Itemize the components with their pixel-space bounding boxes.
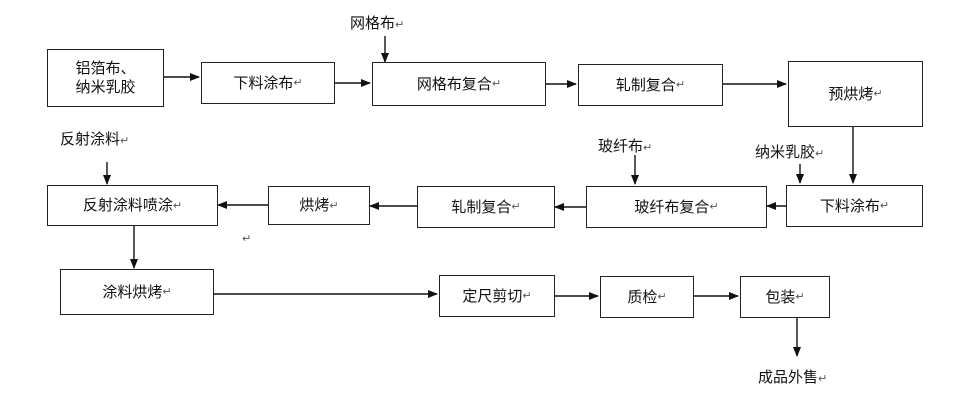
node-cut-to-size: 定尺剪切↵: [439, 275, 555, 317]
node-roll-compound-1-label: 轧制复合: [615, 75, 676, 94]
node-reflect-spray: 反射涂料喷涂↵: [47, 185, 218, 226]
node-quality-check: 质检↵: [600, 276, 694, 318]
node-bake: 烘烤↵: [268, 186, 370, 225]
node-packaging-label: 包装: [765, 287, 796, 306]
input-reflect-paint-label: 反射涂料: [60, 130, 121, 148]
return-mark: ↵: [657, 290, 667, 304]
input-reflect-paint: 反射涂料↵: [60, 128, 129, 149]
output-finished-product-label: 成品外售: [758, 368, 819, 386]
node-feed-coat-2: 下料涂布↵: [786, 185, 923, 227]
node-roll-compound-2-label: 轧制复合: [451, 197, 512, 216]
input-nano-latex-label: 纳米乳胶: [755, 143, 816, 161]
node-pre-bake: 预烘烤↵: [788, 61, 923, 127]
return-mark: ↵: [293, 76, 303, 90]
node-mesh-compound: 网格布复合↵: [372, 62, 546, 106]
return-mark: ↵: [120, 134, 130, 147]
return-mark: ↵: [873, 87, 883, 101]
return-mark: ↵: [329, 198, 339, 212]
input-mesh-cloth-label: 网格布: [350, 14, 396, 32]
input-glass-fiber-label: 玻纤布: [598, 137, 644, 155]
node-cut-to-size-label: 定尺剪切: [462, 286, 523, 305]
node-mesh-compound-label: 网格布复合: [416, 74, 492, 93]
return-mark: ↵: [818, 372, 828, 385]
output-finished-product: 成品外售↵: [758, 366, 827, 387]
return-mark: ↵: [511, 200, 521, 214]
return-mark: ↵: [395, 18, 405, 31]
stray-return-mark: ↵: [242, 232, 252, 245]
return-mark: ↵: [491, 77, 502, 91]
return-mark: ↵: [815, 147, 825, 160]
node-coating-bake: 涂料烘烤↵: [60, 269, 214, 315]
return-mark: ↵: [172, 198, 183, 212]
node-glassfiber-compound: 玻纤布复合↵: [586, 186, 767, 228]
input-glass-fiber: 玻纤布↵: [598, 135, 652, 156]
node-bake-label: 烘烤: [299, 196, 330, 215]
return-mark: ↵: [709, 200, 719, 214]
return-mark: ↵: [162, 285, 172, 299]
node-feed-coat-1: 下料涂布↵: [201, 62, 335, 104]
return-mark: ↵: [643, 141, 653, 154]
node-packaging: 包装↵: [740, 276, 830, 318]
input-mesh-cloth: 网格布↵: [350, 12, 404, 33]
node-glassfiber-compound-label: 玻纤布复合: [634, 197, 710, 216]
node-roll-compound-1: 轧制复合↵: [578, 64, 723, 106]
return-mark: ↵: [795, 290, 805, 304]
node-reflect-spray-label: 反射涂料喷涂: [82, 196, 173, 215]
node-pre-bake-label: 预烘烤: [828, 84, 874, 103]
node-roll-compound-2: 轧制复合↵: [417, 186, 555, 228]
node-feed-coat-2-label: 下料涂布: [819, 196, 880, 215]
input-nano-latex: 纳米乳胶↵: [755, 141, 824, 162]
return-mark: ↵: [879, 199, 890, 213]
node-quality-check-label: 质检: [627, 287, 658, 306]
node-aluminum-line1: 铝箔布、: [75, 59, 136, 78]
node-coating-bake-label: 涂料烘烤: [102, 282, 163, 301]
return-mark: ↵: [522, 289, 532, 303]
node-feed-coat-1-label: 下料涂布: [233, 73, 294, 92]
return-mark: ↵: [675, 78, 686, 92]
node-aluminum-nano: 铝箔布、 纳米乳胶: [47, 49, 164, 107]
node-aluminum-line2: 纳米乳胶: [75, 78, 136, 96]
